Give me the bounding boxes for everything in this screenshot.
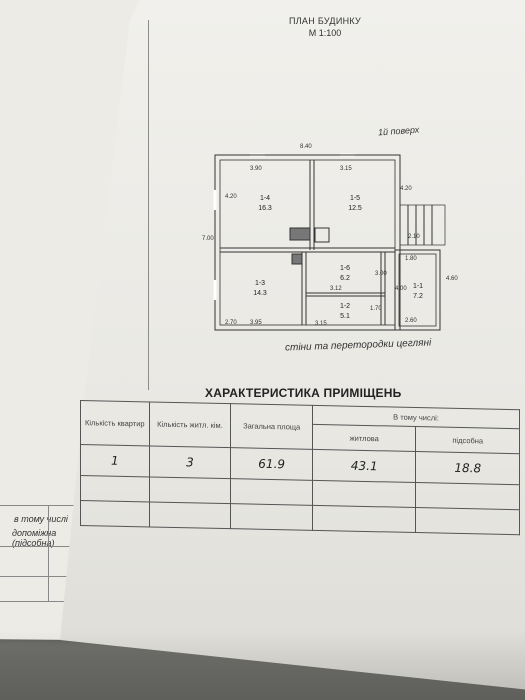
room-1-5-id: 1-5 [350, 195, 360, 202]
dim-room-top-right: 3.15 [340, 166, 352, 172]
room-1-3-id: 1-3 [255, 280, 265, 287]
document-sheet [60, 0, 525, 690]
dim-small-height: 1.70 [370, 306, 382, 312]
cell-rooms: 3 [149, 445, 231, 479]
under-sheet-label-auxiliary: допоміжна [12, 528, 57, 538]
room-1-2-id: 1-2 [340, 303, 350, 310]
under-sheet-label-including: в тому числі [14, 514, 68, 524]
dim-right-upper: 4.20 [400, 186, 412, 192]
floor-plan: 8.40 3.90 3.15 4.20 7.00 4.20 2.10 1.80 … [202, 144, 458, 331]
col-header-apartments: Кількість квартир [80, 400, 150, 446]
room-1-5-area: 12.5 [348, 205, 362, 212]
dim-bottom-left-b: 3.95 [250, 320, 262, 326]
sheet-margin-line [148, 20, 149, 390]
cell-apartments: 1 [80, 444, 150, 477]
col-header-auxiliary: підсобна [415, 426, 520, 454]
room-1-6-area: 6.2 [340, 275, 350, 282]
dim-middle-height: 3.00 [375, 271, 387, 277]
room-1-1-id: 1-1 [413, 283, 423, 290]
room-1-1-area: 7.2 [413, 293, 423, 300]
room-1-4-area: 16.3 [258, 205, 272, 212]
dim-bottom-mid: 3.15 [315, 321, 327, 327]
col-header-total-area: Загальна площа [230, 403, 313, 450]
dim-entry-width: 2.10 [408, 234, 420, 240]
col-header-living: житлова [312, 424, 416, 452]
dim-right-lower-height: 4.60 [446, 276, 458, 282]
dim-porch-height: 4.00 [395, 286, 407, 292]
scale-label: М 1:100 [308, 28, 342, 38]
characteristics-table: Кількість квартир Кількість житл. кім. З… [80, 400, 520, 535]
dim-room-top-left: 3.90 [250, 166, 262, 172]
dim-bottom-left-a: 2.70 [225, 320, 237, 326]
section-heading: ХАРАКТЕРИСТИКА ПРИМІЩЕНЬ [205, 386, 402, 400]
col-header-rooms: Кількість житл. кім. [149, 401, 231, 448]
room-1-4-id: 1-4 [260, 195, 270, 202]
dim-entry-small: 1.80 [405, 256, 417, 262]
room-1-2-area: 5.1 [340, 313, 350, 320]
cell-total-area: 61.9 [230, 447, 313, 481]
page-title: ПЛАН БУДИНКУ [288, 16, 362, 26]
under-sheet-label-utility: (підсобна) [12, 538, 55, 548]
dim-right-lower-width: 2.60 [405, 318, 417, 324]
dim-middle-width: 3.12 [330, 286, 342, 292]
dim-left-total: 7.00 [202, 236, 214, 242]
room-1-6-id: 1-6 [340, 265, 350, 272]
dim-top: 8.40 [300, 144, 312, 150]
cell-living: 43.1 [312, 449, 416, 483]
cell-auxiliary: 18.8 [415, 451, 520, 485]
dim-left-upper: 4.20 [225, 194, 237, 200]
room-1-3-area: 14.3 [253, 290, 267, 297]
